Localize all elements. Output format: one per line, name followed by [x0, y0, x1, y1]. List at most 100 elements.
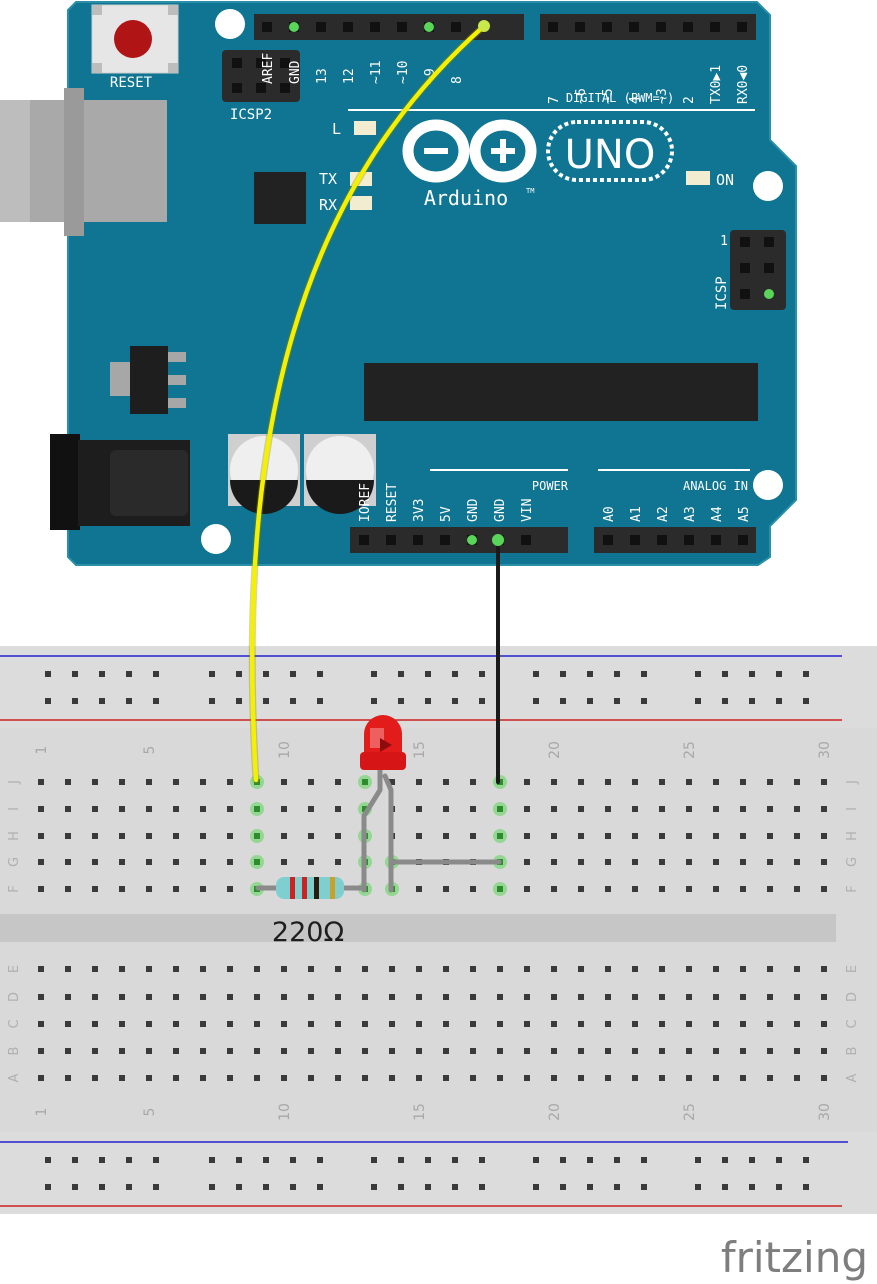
- rail-hole[interactable]: [722, 671, 728, 677]
- rail-hole[interactable]: [479, 698, 485, 704]
- breadboard-hole[interactable]: [632, 859, 638, 865]
- rail-hole[interactable]: [641, 698, 647, 704]
- breadboard-hole[interactable]: [767, 806, 773, 812]
- breadboard-hole[interactable]: [794, 1021, 800, 1027]
- breadboard-hole[interactable]: [767, 1021, 773, 1027]
- breadboard-hole[interactable]: [605, 779, 611, 785]
- breadboard-hole[interactable]: [119, 1048, 125, 1054]
- rail-hole[interactable]: [398, 1157, 404, 1163]
- rail-hole[interactable]: [371, 1184, 377, 1190]
- breadboard-hole[interactable]: [227, 859, 233, 865]
- breadboard-hole[interactable]: [551, 833, 557, 839]
- breadboard-hole[interactable]: [740, 1075, 746, 1081]
- rail-hole[interactable]: [290, 1184, 296, 1190]
- breadboard-hole[interactable]: [551, 994, 557, 1000]
- breadboard-hole[interactable]: [497, 994, 503, 1000]
- breadboard-hole[interactable]: [281, 779, 287, 785]
- breadboard-hole[interactable]: [821, 806, 827, 812]
- breadboard-hole[interactable]: [200, 994, 206, 1000]
- breadboard-hole[interactable]: [524, 833, 530, 839]
- header-pin[interactable]: [413, 535, 423, 545]
- rail-hole[interactable]: [560, 1157, 566, 1163]
- breadboard-hole[interactable]: [389, 779, 395, 785]
- breadboard-hole[interactable]: [254, 859, 260, 865]
- breadboard-hole[interactable]: [794, 806, 800, 812]
- breadboard-hole[interactable]: [335, 1075, 341, 1081]
- breadboard-hole[interactable]: [470, 994, 476, 1000]
- reset-button[interactable]: [91, 4, 179, 74]
- breadboard-hole[interactable]: [38, 1048, 44, 1054]
- breadboard-hole[interactable]: [38, 966, 44, 972]
- rail-hole[interactable]: [153, 1157, 159, 1163]
- breadboard-hole[interactable]: [389, 1048, 395, 1054]
- breadboard-hole[interactable]: [632, 1048, 638, 1054]
- breadboard-hole[interactable]: [497, 1021, 503, 1027]
- breadboard-hole[interactable]: [38, 806, 44, 812]
- breadboard-hole[interactable]: [686, 806, 692, 812]
- rail-hole[interactable]: [263, 671, 269, 677]
- header-pin[interactable]: [370, 22, 380, 32]
- breadboard-hole[interactable]: [200, 833, 206, 839]
- breadboard-hole[interactable]: [659, 833, 665, 839]
- rail-hole[interactable]: [290, 698, 296, 704]
- breadboard-hole[interactable]: [119, 779, 125, 785]
- breadboard-hole[interactable]: [524, 1075, 530, 1081]
- rail-hole[interactable]: [72, 1157, 78, 1163]
- rail-hole[interactable]: [72, 671, 78, 677]
- breadboard-hole[interactable]: [38, 1075, 44, 1081]
- breadboard-hole[interactable]: [713, 966, 719, 972]
- rail-hole[interactable]: [317, 1157, 323, 1163]
- breadboard-hole[interactable]: [767, 859, 773, 865]
- breadboard-hole[interactable]: [686, 994, 692, 1000]
- breadboard-hole[interactable]: [821, 966, 827, 972]
- rail-hole[interactable]: [587, 1184, 593, 1190]
- header-pin[interactable]: [630, 535, 640, 545]
- header-pin[interactable]: [548, 22, 558, 32]
- breadboard-hole[interactable]: [497, 833, 503, 839]
- breadboard-hole[interactable]: [767, 1048, 773, 1054]
- breadboard-hole[interactable]: [362, 1048, 368, 1054]
- rail-hole[interactable]: [452, 1184, 458, 1190]
- breadboard-hole[interactable]: [740, 966, 746, 972]
- rail-hole[interactable]: [126, 698, 132, 704]
- rail-hole[interactable]: [317, 671, 323, 677]
- breadboard-hole[interactable]: [821, 886, 827, 892]
- breadboard-hole[interactable]: [119, 1021, 125, 1027]
- rail-hole[interactable]: [99, 698, 105, 704]
- breadboard-hole[interactable]: [470, 1048, 476, 1054]
- breadboard-hole[interactable]: [200, 1021, 206, 1027]
- rail-hole[interactable]: [722, 698, 728, 704]
- breadboard-hole[interactable]: [173, 1075, 179, 1081]
- rail-hole[interactable]: [452, 1157, 458, 1163]
- rail-hole[interactable]: [371, 671, 377, 677]
- breadboard-hole[interactable]: [659, 1075, 665, 1081]
- rail-hole[interactable]: [749, 698, 755, 704]
- breadboard-hole[interactable]: [335, 1048, 341, 1054]
- breadboard-hole[interactable]: [659, 806, 665, 812]
- breadboard-hole[interactable]: [605, 833, 611, 839]
- breadboard-hole[interactable]: [740, 806, 746, 812]
- breadboard-hole[interactable]: [551, 886, 557, 892]
- breadboard-hole[interactable]: [686, 1075, 692, 1081]
- breadboard-hole[interactable]: [416, 833, 422, 839]
- breadboard-hole[interactable]: [740, 886, 746, 892]
- breadboard-hole[interactable]: [632, 1021, 638, 1027]
- header-pin[interactable]: [397, 22, 407, 32]
- breadboard-hole[interactable]: [443, 833, 449, 839]
- breadboard-hole[interactable]: [551, 859, 557, 865]
- rail-hole[interactable]: [425, 1184, 431, 1190]
- rail-hole[interactable]: [290, 671, 296, 677]
- breadboard-hole[interactable]: [362, 994, 368, 1000]
- breadboard-hole[interactable]: [605, 859, 611, 865]
- header-pin[interactable]: [575, 22, 585, 32]
- breadboard-hole[interactable]: [416, 806, 422, 812]
- breadboard-hole[interactable]: [659, 886, 665, 892]
- breadboard-hole[interactable]: [173, 886, 179, 892]
- breadboard-hole[interactable]: [227, 1048, 233, 1054]
- breadboard-hole[interactable]: [578, 1021, 584, 1027]
- rail-hole[interactable]: [263, 698, 269, 704]
- rail-hole[interactable]: [614, 671, 620, 677]
- breadboard-hole[interactable]: [389, 1075, 395, 1081]
- breadboard-hole[interactable]: [173, 1021, 179, 1027]
- breadboard-hole[interactable]: [632, 806, 638, 812]
